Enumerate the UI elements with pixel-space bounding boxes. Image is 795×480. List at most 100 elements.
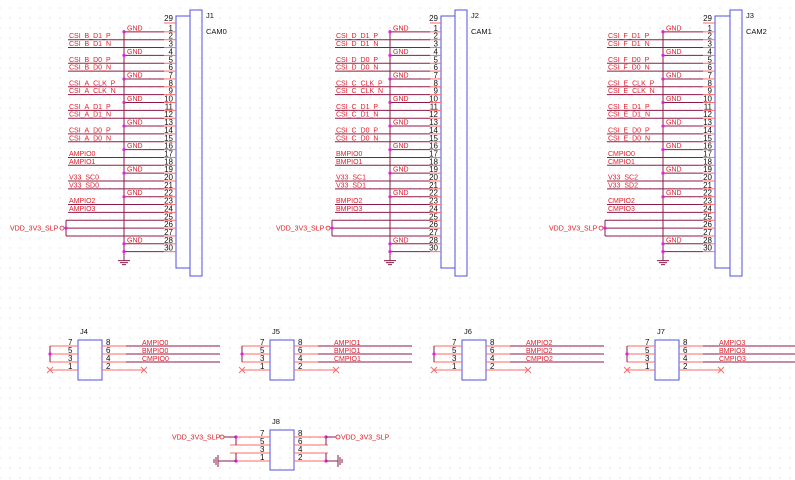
cam-connector-j2: J2CAM1291GND2CSI_D_D1_P3CSI_D_D1_N4GND5C…	[276, 9, 492, 277]
pin-number: 1	[260, 362, 265, 371]
connector-body	[440, 15, 456, 269]
pin-number: 7	[645, 338, 650, 347]
junction-dot	[122, 77, 126, 81]
no-connect-stroke	[430, 366, 438, 374]
junction-dot	[330, 226, 334, 230]
net-label: BMPIO0	[336, 151, 363, 158]
pin-number: 10	[164, 95, 173, 104]
pin-number: 17	[429, 149, 438, 158]
jumper-body	[269, 339, 295, 381]
gnd-net-label: GND	[393, 120, 409, 127]
net-label: CSI_A_D1_N	[69, 112, 111, 119]
pin-number: 18	[429, 157, 438, 166]
pin-number: 2	[298, 362, 303, 371]
junction-dot	[64, 226, 68, 230]
pin-number: 28	[164, 236, 173, 245]
pin-number: 14	[164, 126, 173, 135]
component-ref: J4	[80, 327, 88, 336]
pin-number: 6	[708, 63, 713, 72]
pin-number: 7	[260, 429, 265, 438]
gnd-net-label: GND	[127, 96, 143, 103]
net-label: CSI_A_D0_N	[69, 135, 111, 142]
ground-icon	[384, 255, 396, 266]
gnd-net-label: GND	[666, 120, 682, 127]
pin-number: 5	[708, 55, 713, 64]
pin-number: 2	[298, 453, 303, 462]
pin-number: 5	[434, 55, 439, 64]
junction-dot	[661, 171, 665, 175]
junction-dot	[388, 124, 392, 128]
net-label: BMPIO1	[336, 159, 363, 166]
gnd-net-label: GND	[393, 167, 409, 174]
pin-number: 4	[708, 47, 713, 56]
junction-dot	[661, 124, 665, 128]
net-label: CSI_D_D0_N	[336, 65, 378, 72]
pin-number: 22	[164, 189, 173, 198]
junction-dot	[388, 30, 392, 34]
net-label: CSI_C_D0_N	[336, 135, 378, 142]
net-label: CSI_B_D1_N	[69, 41, 111, 48]
gnd-net-label: GND	[127, 72, 143, 79]
pin-number: 13	[429, 118, 438, 127]
pin-number: 19	[164, 165, 173, 174]
net-label: V33_SD0	[69, 182, 99, 189]
component-ref: J8	[272, 417, 280, 426]
pin-number: 12	[429, 110, 438, 119]
cam-connector-j3: J3CAM2291GND2CSI_F_D1_P3CSI_F_D1_N4GND5C…	[549, 9, 767, 277]
net-label: BMPIO2	[336, 198, 363, 205]
net-label: AMPIO3	[719, 340, 746, 347]
junction-dot	[432, 352, 436, 356]
net-label: CSI_F_D0_P	[608, 57, 650, 64]
gnd-net-label: GND	[666, 167, 682, 174]
pin-number: 5	[260, 346, 265, 355]
pin-number: 8	[708, 79, 713, 88]
pin-number: 19	[429, 165, 438, 174]
net-label: AMPIO0	[142, 340, 169, 347]
pin-number: 3	[169, 40, 174, 49]
power-port-icon	[219, 434, 225, 440]
pin-number: 5	[169, 55, 174, 64]
pin-number: 16	[164, 142, 173, 151]
pin-number: 7	[708, 71, 713, 80]
pin-number: 30	[429, 244, 438, 253]
power-net-label: VDD_3V3_SLP	[549, 226, 598, 233]
junction-dot	[122, 148, 126, 152]
junction-dot	[388, 53, 392, 58]
pin-number: 20	[703, 173, 712, 182]
junction-dot	[388, 250, 392, 254]
junction-dot	[122, 250, 126, 254]
pin-number: 2	[434, 32, 439, 41]
no-connect-icon	[46, 366, 54, 374]
junction-dot	[122, 100, 126, 105]
power-port-icon	[598, 225, 604, 231]
gnd-net-label: GND	[127, 49, 143, 56]
pin-number: 6	[490, 346, 495, 355]
pin-number: 27	[164, 228, 173, 237]
pin-number: 24	[164, 204, 173, 213]
net-label: CSI_E_D1_N	[608, 112, 650, 119]
pin-number: 8	[434, 79, 439, 88]
pin-number: 14	[703, 126, 712, 135]
gnd-net-label: GND	[666, 190, 682, 197]
net-label: CMPIO3	[608, 206, 635, 213]
no-connect-icon	[238, 366, 246, 374]
junction-dot	[661, 100, 665, 105]
pin-number: 21	[429, 181, 438, 190]
ground-icon	[657, 255, 669, 266]
pin-number: 9	[169, 87, 174, 96]
gnd-net-label: GND	[127, 25, 143, 32]
pin-number: 6	[683, 346, 688, 355]
gnd-net-label: GND	[666, 143, 682, 150]
net-label: CMPIO1	[334, 356, 361, 363]
net-label: V33_SD2	[608, 182, 638, 189]
pin-number: 7	[434, 71, 439, 80]
pin-number: 23	[164, 197, 173, 206]
junction-dot	[661, 250, 665, 254]
junction-dot	[388, 171, 392, 175]
pin-number: 3	[645, 354, 650, 363]
pin-number: 2	[683, 362, 688, 371]
ground-icon	[213, 455, 224, 467]
